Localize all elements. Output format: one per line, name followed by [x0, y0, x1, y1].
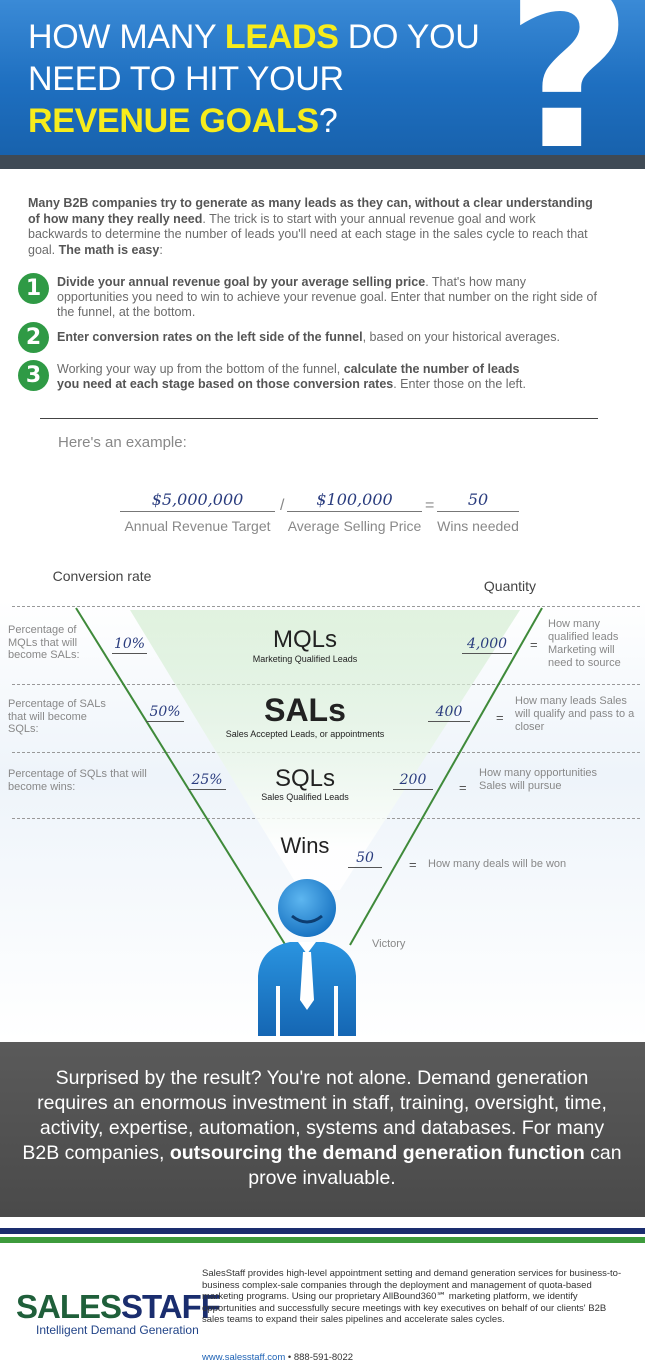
quantity-header: Quantity — [483, 578, 537, 594]
step-text-1: Divide your annual revenue goal by your … — [57, 275, 597, 319]
mql-qty-value: 4,000 — [462, 636, 512, 654]
step-number-2: 2 — [18, 322, 49, 353]
wins-qty-value: 50 — [348, 850, 382, 868]
dashed-line — [12, 606, 640, 607]
asp-value: $100,000 — [287, 490, 422, 512]
logo-wordmark: SALESSTAFF — [16, 1288, 221, 1325]
question-mark-icon: ? — [505, 0, 633, 155]
asp-field: $100,000 Average Selling Price — [287, 490, 422, 534]
wins-equals: = — [409, 857, 417, 872]
mql-rate-value: 10% — [112, 636, 147, 654]
header-divider — [0, 155, 645, 169]
sql-qty-desc: How many opportunities Sales will pursue — [479, 767, 598, 792]
sal-equals: = — [496, 710, 504, 725]
salesstaff-logo[interactable]: SALESSTAFF Intelligent Demand Generation — [16, 1288, 221, 1337]
sal-conversion-desc: Percentage of SALs that will become SQLs… — [8, 698, 106, 735]
step-number-3: 3 — [18, 360, 49, 391]
company-description: SalesStaff provides high-level appointme… — [202, 1268, 622, 1325]
section-divider — [40, 418, 598, 419]
sql-rate-value: 25% — [188, 772, 226, 790]
sal-qty-desc: How many leads Sales will qualify and pa… — [515, 695, 635, 733]
revenue-target-value: $5,000,000 — [120, 490, 275, 512]
footer-stripe-white — [0, 1234, 645, 1237]
revenue-target-field: $5,000,000 Annual Revenue Target — [120, 490, 275, 534]
logo-tagline: Intelligent Demand Generation — [36, 1323, 199, 1337]
sal-qty-value: 400 — [428, 704, 470, 722]
asp-label: Average Selling Price — [287, 518, 422, 534]
stage-wins: Wins — [280, 833, 330, 858]
victory-label: Victory — [372, 938, 406, 950]
divide-operator: / — [280, 497, 285, 514]
stage-mqls: MQLs — [272, 626, 337, 653]
wins-needed-value: 50 — [437, 490, 519, 512]
stage-sqls: SQLs — [274, 765, 336, 792]
wins-needed-field: 50 Wins needed — [437, 490, 519, 534]
conversion-rate-header: Conversion rate — [52, 568, 152, 584]
callout-text: Surprised by the result? You're not alon… — [22, 1067, 622, 1189]
mql-conversion-desc: Percentage of MQLs that will become SALs… — [8, 624, 80, 661]
footer-stripe-navy — [0, 1228, 645, 1234]
wins-qty-desc: How many deals will be won — [428, 858, 567, 870]
header-banner: HOW MANY LEADS DO YOU NEED TO HIT YOUR R… — [0, 0, 645, 155]
example-label: Here's an example: — [58, 434, 187, 451]
sal-rate-value: 50% — [146, 704, 184, 722]
revenue-target-label: Annual Revenue Target — [124, 518, 271, 534]
sql-equals: = — [459, 780, 467, 795]
stage-sqls-sub: Sales Qualified Leads — [261, 792, 349, 802]
funnel-graphic — [75, 607, 543, 963]
stage-sals-sub: Sales Accepted Leads, or appointments — [225, 729, 385, 739]
footer-stripe-green — [0, 1237, 645, 1243]
website-link[interactable]: www.salesstaff.com — [202, 1352, 286, 1363]
contact-line: www.salesstaff.com • 888-591-8022 — [202, 1352, 354, 1363]
wins-needed-label: Wins needed — [437, 518, 519, 534]
stage-sals: SALs — [264, 692, 346, 728]
phone-number: 888-591-8022 — [293, 1352, 354, 1363]
mql-equals: = — [530, 637, 538, 652]
callout-band — [0, 1042, 645, 1217]
intro-paragraph: Many B2B companies try to generate as ma… — [28, 196, 593, 257]
sql-conversion-desc: Percentage of SQLs that will become wins… — [8, 768, 147, 793]
sql-qty-value: 200 — [393, 772, 433, 790]
mql-qty-desc: How many qualified leads Marketing will … — [548, 618, 621, 669]
step-text-3: Working your way up from the bottom of t… — [57, 362, 526, 391]
step-text-2: Enter conversion rates on the left side … — [57, 330, 560, 344]
page-title: HOW MANY LEADS DO YOU NEED TO HIT YOUR R… — [28, 18, 480, 140]
businessman-icon — [258, 879, 356, 1036]
step-number-1: 1 — [18, 273, 49, 304]
equals-operator: = — [425, 497, 435, 514]
stage-mqls-sub: Marketing Qualified Leads — [252, 654, 358, 664]
